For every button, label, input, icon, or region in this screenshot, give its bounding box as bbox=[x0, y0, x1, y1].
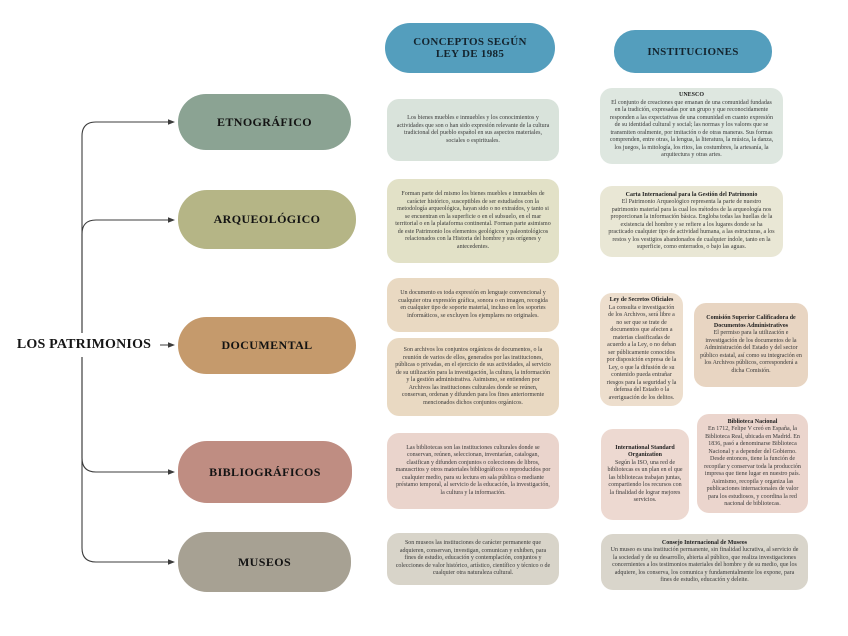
header-conceptos-ley-1985: CONCEPTOS SEGÚN LEY DE 1985 bbox=[385, 23, 555, 73]
node-etnografico-label: ETNOGRÁFICO bbox=[216, 114, 313, 129]
arrowhead-bibliograficos bbox=[168, 469, 175, 475]
node-museos-label: MUSEOS bbox=[237, 554, 292, 569]
node-documental: DOCUMENTAL bbox=[178, 317, 356, 374]
branch-line-etnografico bbox=[81, 121, 169, 345]
node-arqueologico: ARQUEOLÓGICO bbox=[178, 190, 356, 249]
institution-title-unesco: UNESCO bbox=[678, 92, 704, 99]
header-conceptos-label: CONCEPTOS SEGÚN LEY DE 1985 bbox=[413, 36, 527, 60]
header-instituciones: INSTITUCIONES bbox=[614, 30, 772, 73]
institution-text-carta-internacional: El Patrimonio Arqueológico representa la… bbox=[608, 199, 775, 250]
node-etnografico: ETNOGRÁFICO bbox=[178, 94, 351, 150]
institution-title-carta-internacional: Carta Internacional para la Gestión del … bbox=[625, 191, 758, 198]
concept-text-museos: Son museos las instituciones de carácter… bbox=[395, 540, 551, 577]
concept-block-arqueologico: Forman parte del mismo los bienes mueble… bbox=[387, 179, 559, 263]
institution-text-ley-secretos-oficiales: La consulta e investigación de los Archi… bbox=[606, 304, 677, 401]
concept-text-documental-archivos: Son archivos los conjuntos orgánicos de … bbox=[395, 347, 551, 406]
institution-block-consejo-museos: Consejo Internacional de Museos Un museo… bbox=[601, 534, 808, 590]
concept-text-documental-documento: Un documento es toda expresión en lengua… bbox=[398, 290, 548, 319]
concept-text-bibliograficos: Las bibliotecas son las instituciones cu… bbox=[395, 444, 551, 496]
institution-text-iso: Según la ISO, una red de bibliotecas es … bbox=[607, 459, 683, 504]
institution-block-comision-calificadora: Comisión Superior Calificadora de Docume… bbox=[694, 303, 808, 387]
node-documental-label: DOCUMENTAL bbox=[221, 338, 313, 352]
node-arqueologico-label: ARQUEOLÓGICO bbox=[213, 212, 321, 226]
root-title: LOS PATRIMONIOS bbox=[8, 333, 160, 357]
node-museos: MUSEOS bbox=[178, 532, 351, 592]
arrowhead-arqueologico bbox=[168, 217, 175, 223]
institution-title-iso: International Standard Organization bbox=[615, 444, 675, 459]
branch-line-arqueologico bbox=[81, 219, 169, 345]
arrowhead-documental bbox=[168, 342, 175, 348]
arrowhead-etnografico bbox=[168, 119, 175, 125]
concept-block-museos: Son museos las instituciones de carácter… bbox=[387, 533, 559, 585]
institution-title-consejo-museos: Consejo Internacional de Museos bbox=[661, 539, 748, 546]
institution-text-unesco: El conjunto de creaciones que emanan de … bbox=[609, 99, 774, 159]
concept-text-etnografico: Los bienes muebles e inmuebles y los con… bbox=[396, 115, 550, 144]
institution-block-ley-secretos-oficiales: Ley de Secretos Oficiales La consulta e … bbox=[600, 293, 683, 406]
arrowhead-museos bbox=[168, 559, 175, 565]
branch-line-museos bbox=[81, 345, 169, 563]
node-bibliograficos: BIBLIOGRÁFICOS bbox=[178, 441, 352, 503]
institution-text-consejo-museos: Un museo es una institución permanente, … bbox=[610, 547, 799, 583]
institution-title-ley-secretos-oficiales: Ley de Secretos Oficiales bbox=[609, 297, 674, 303]
header-instituciones-label: INSTITUCIONES bbox=[647, 45, 739, 58]
institution-title-comision-calificadora: Comisión Superior Calificadora de Docume… bbox=[706, 315, 796, 329]
concept-block-etnografico: Los bienes muebles e inmuebles y los con… bbox=[387, 99, 559, 161]
node-bibliograficos-label: BIBLIOGRÁFICOS bbox=[209, 464, 321, 479]
institution-block-carta-internacional: Carta Internacional para la Gestión del … bbox=[600, 186, 783, 257]
branch-line-bibliograficos bbox=[81, 345, 169, 473]
concept-block-documental-documento: Un documento es toda expresión en lengua… bbox=[387, 278, 559, 332]
institution-block-unesco: UNESCO El conjunto de creaciones que ema… bbox=[600, 88, 783, 164]
institution-block-iso: International Standard Organization Segú… bbox=[601, 429, 689, 520]
concept-block-bibliograficos: Las bibliotecas son las instituciones cu… bbox=[387, 433, 559, 509]
concept-block-documental-archivos: Son archivos los conjuntos orgánicos de … bbox=[387, 338, 559, 416]
institution-block-biblioteca-nacional: Biblioteca Nacional En 1712, Felipe V cr… bbox=[697, 414, 808, 513]
institution-title-biblioteca-nacional: Biblioteca Nacional bbox=[727, 418, 778, 425]
concept-text-arqueologico: Forman parte del mismo los bienes mueble… bbox=[395, 191, 551, 250]
institution-text-comision-calificadora: El permiso para la utilización e investi… bbox=[700, 330, 802, 374]
institution-text-biblioteca-nacional: En 1712, Felipe V creó en España, la Bib… bbox=[704, 426, 801, 507]
